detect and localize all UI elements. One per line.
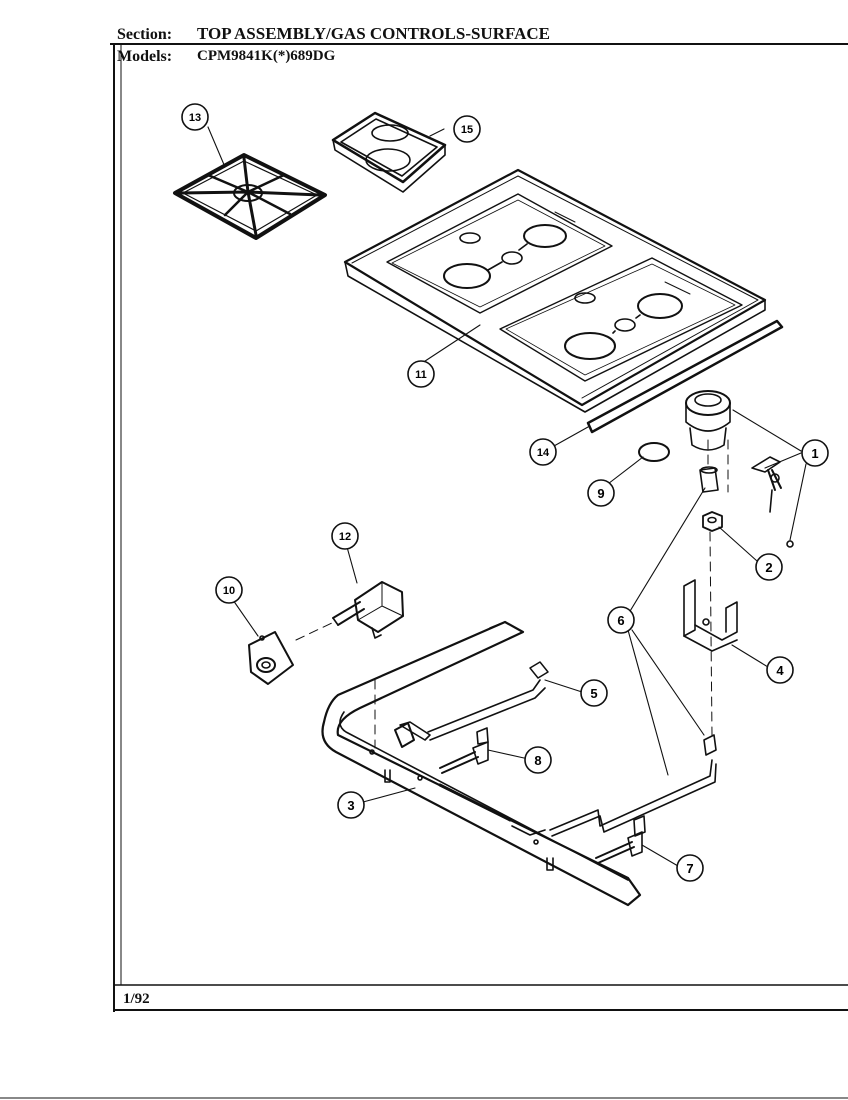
callout-9: 9 — [587, 479, 615, 507]
burner-tube-upper — [394, 661, 549, 748]
section-label: Section: — [117, 26, 173, 43]
svg-text:6: 6 — [617, 613, 624, 628]
callout-12: 12 — [331, 522, 359, 550]
callout-13: 13 — [181, 103, 209, 131]
section-title: TOP ASSEMBLY/GAS CONTROLS-SURFACE — [197, 24, 550, 43]
callout-1: 1 — [801, 439, 829, 467]
svg-text:12: 12 — [339, 531, 351, 543]
ignition-switch — [332, 581, 404, 639]
callout-14: 14 — [529, 438, 557, 466]
callout-4: 4 — [766, 656, 794, 684]
main-top — [343, 168, 767, 413]
callout-11: 11 — [407, 360, 435, 388]
svg-text:9: 9 — [597, 486, 604, 501]
callout-8: 8 — [524, 746, 552, 774]
svg-text:11: 11 — [415, 369, 427, 381]
svg-text:8: 8 — [534, 753, 541, 768]
callout-3: 3 — [337, 791, 365, 819]
revision-date: 1/92 — [123, 991, 150, 1007]
callout-10: 10 — [215, 576, 243, 604]
svg-text:14: 14 — [537, 447, 550, 459]
switch-mount — [248, 631, 294, 685]
models-value: CPM9841K(*)689DG — [197, 48, 336, 64]
burner-tube-right — [549, 734, 717, 837]
svg-text:13: 13 — [189, 112, 201, 124]
trim-strip — [586, 319, 784, 434]
hex-nut — [702, 511, 723, 532]
callout-6: 6 — [607, 606, 635, 634]
svg-text:15: 15 — [461, 124, 473, 136]
callout-2: 2 — [755, 553, 783, 581]
callout-7: 7 — [676, 854, 704, 882]
leader-lines — [207, 126, 807, 867]
svg-text:7: 7 — [686, 861, 693, 876]
svg-text:10: 10 — [223, 585, 235, 597]
svg-text:4: 4 — [776, 663, 784, 678]
burner-valve-assembly — [685, 390, 794, 548]
o-ring — [638, 442, 670, 462]
models-label: Models: — [117, 48, 173, 65]
svg-text:3: 3 — [347, 798, 354, 813]
orifice-holder-right — [595, 815, 646, 864]
burner-grate — [173, 153, 327, 240]
alignment-lines — [295, 439, 729, 749]
burner-box — [331, 111, 447, 193]
svg-text:5: 5 — [590, 686, 597, 701]
mounting-bracket — [683, 579, 738, 652]
svg-text:2: 2 — [765, 560, 772, 575]
callout-5: 5 — [580, 679, 608, 707]
orifice-fitting — [699, 466, 719, 493]
orifice-holder-left — [439, 727, 489, 774]
callout-15: 15 — [453, 115, 481, 143]
svg-text:1: 1 — [811, 446, 818, 461]
gas-manifold — [321, 620, 642, 907]
